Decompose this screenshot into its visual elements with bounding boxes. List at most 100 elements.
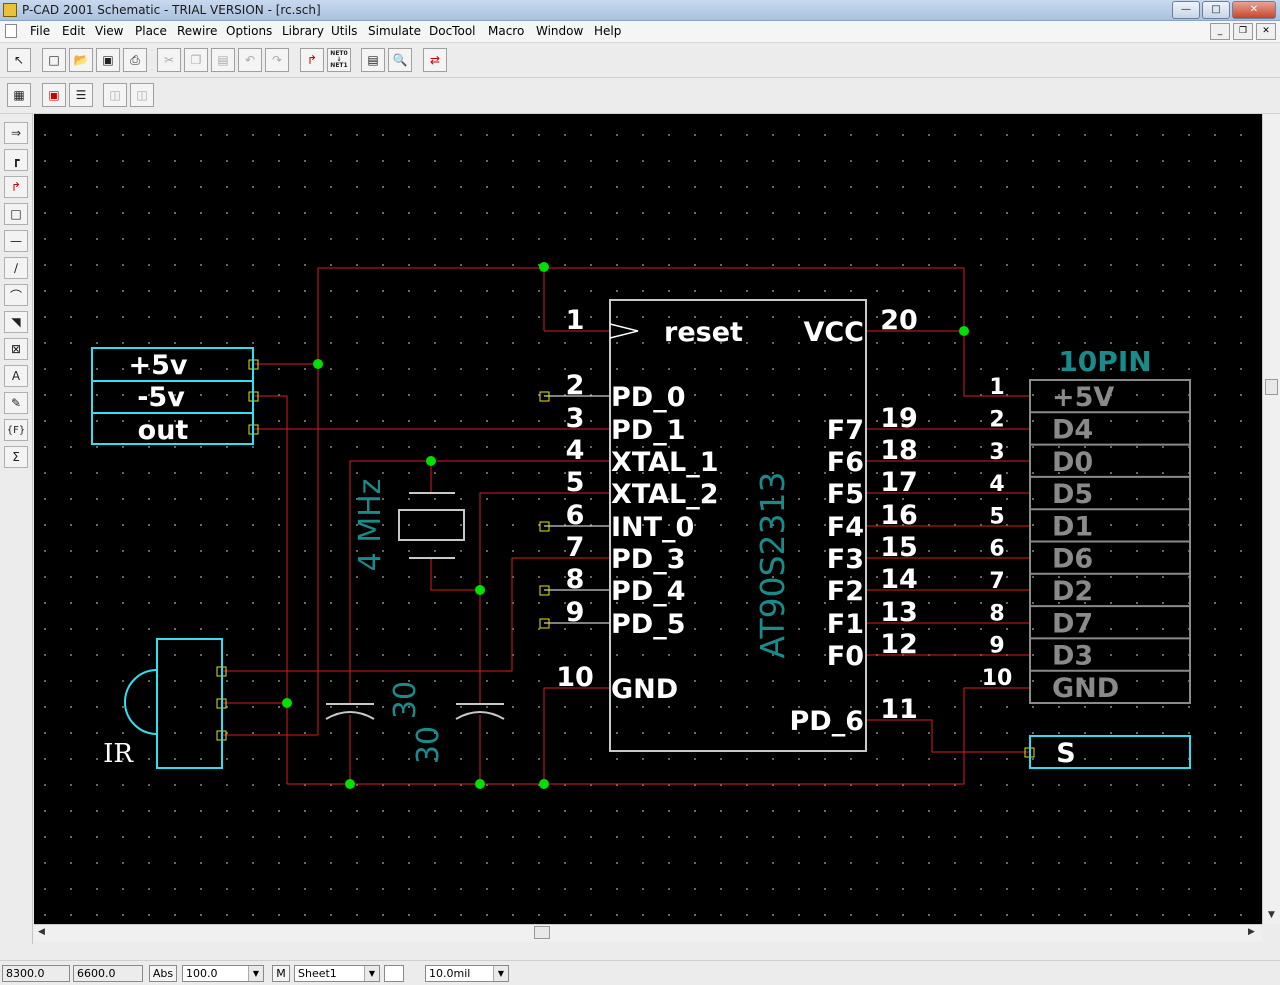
color-swatch[interactable]	[384, 965, 404, 982]
menu-library[interactable]: Library	[282, 24, 324, 38]
place-line-icon[interactable]: ∕	[4, 257, 28, 279]
undo-icon[interactable]: ↶	[238, 48, 262, 72]
layer-icon[interactable]: ◫	[103, 83, 127, 107]
chevron-down-icon[interactable]: ▼	[248, 966, 263, 981]
place-sum-icon[interactable]: Σ	[4, 446, 28, 468]
menu-doctool[interactable]: DocTool	[429, 24, 476, 38]
chip-name: AT90S2313	[753, 471, 792, 658]
junction-dot	[475, 779, 485, 789]
new-file-icon[interactable]: □	[42, 48, 66, 72]
place-bus-icon[interactable]: ↱	[4, 176, 28, 198]
crystal[interactable]: 4 MHz	[353, 479, 465, 572]
pin-name: F7	[827, 415, 864, 446]
scroll-down-icon[interactable]: ▼	[1268, 910, 1275, 920]
junction-dot	[313, 359, 323, 369]
menu-help[interactable]: Help	[594, 24, 622, 38]
chevron-down-icon[interactable]: ▼	[364, 966, 379, 981]
pin-number: 19	[880, 403, 918, 434]
menu-utils[interactable]: Utils	[331, 24, 358, 38]
close-button[interactable]: ✕	[1232, 1, 1276, 19]
connector-10pin[interactable]: 10PIN	[1029, 345, 1191, 704]
paste-icon[interactable]: ▤	[211, 48, 235, 72]
connector-title: 10PIN	[1058, 345, 1151, 378]
list-icon[interactable]: ☰	[69, 83, 93, 107]
connector-pin-name: D5	[1052, 479, 1093, 510]
doc-minimize-button[interactable]: _	[1210, 23, 1230, 40]
pin-name: INT_0	[611, 512, 694, 543]
connector-pin-name: D2	[1052, 576, 1093, 607]
vertical-scrollbar[interactable]: ▼	[1262, 114, 1280, 924]
place-polygon-icon[interactable]: ◥	[4, 311, 28, 333]
port-s[interactable]: S	[1029, 735, 1191, 769]
menu-edit[interactable]: Edit	[62, 24, 86, 38]
junction-dot	[539, 262, 549, 272]
cap2-value: 30	[411, 726, 446, 764]
cut-icon[interactable]: ✂	[157, 48, 181, 72]
zoom-value: 100.0	[186, 967, 218, 980]
place-port-icon[interactable]: □	[4, 203, 28, 225]
menu-file[interactable]: File	[30, 24, 51, 38]
horizontal-scrollbar[interactable]: ◀ ▶	[34, 924, 1262, 941]
select-arrow-icon[interactable]: ↖	[7, 48, 31, 72]
place-pin-icon[interactable]: —	[4, 230, 28, 252]
power-header[interactable]: +5v -5v out	[91, 347, 254, 446]
mcu-component[interactable]: AT90S2313	[609, 299, 867, 752]
scroll-left-icon[interactable]: ◀	[38, 927, 45, 937]
chevron-down-icon[interactable]: ▼	[493, 966, 508, 981]
minimize-button[interactable]: —	[1172, 1, 1200, 19]
ruler-icon[interactable]: ▤	[361, 48, 385, 72]
ir-receiver[interactable]: IR	[103, 638, 223, 769]
document-icon[interactable]	[5, 24, 17, 38]
pin-number: 15	[880, 532, 918, 563]
sheet-select[interactable]: Sheet1 ▼	[294, 965, 380, 982]
save-icon[interactable]: ▣	[96, 48, 120, 72]
grid-select[interactable]: 10.0mil ▼	[425, 965, 509, 982]
vertical-scroll-thumb[interactable]	[1265, 379, 1278, 395]
refresh-icon[interactable]: ⇄	[423, 48, 447, 72]
menu-options[interactable]: Options	[226, 24, 273, 38]
place-formula-icon[interactable]: {F}	[4, 419, 28, 441]
doc-close-button[interactable]: ✕	[1256, 23, 1276, 40]
pin-end-marker	[539, 391, 550, 402]
wire-route-icon[interactable]: ↱	[300, 48, 324, 72]
copy-icon[interactable]: ❐	[184, 48, 208, 72]
menu-macro[interactable]: Macro	[488, 24, 525, 38]
abs-toggle-button[interactable]: Abs	[149, 965, 177, 982]
menu-view[interactable]: View	[95, 24, 124, 38]
pin-number: 9	[566, 597, 585, 628]
capacitor-2[interactable]: 30	[411, 703, 505, 764]
place-table-icon[interactable]: ✎	[4, 392, 28, 414]
horizontal-scroll-thumb[interactable]	[534, 926, 550, 939]
header-label-minus5v: -5v	[137, 382, 185, 413]
pin-number: 13	[880, 597, 918, 628]
place-arc-icon[interactable]: ⌒	[4, 284, 28, 306]
wire-ir-out	[222, 557, 610, 672]
doc-restore-button[interactable]: ❐	[1233, 23, 1253, 40]
open-folder-icon[interactable]: 📂	[69, 48, 93, 72]
print-icon[interactable]: ⎙	[123, 48, 147, 72]
menu-window[interactable]: Window	[536, 24, 584, 38]
pin-name: XTAL_2	[611, 479, 719, 510]
sheet-value: Sheet1	[298, 967, 337, 980]
component-select-icon[interactable]: ▣	[42, 83, 66, 107]
capacitor-1[interactable]: 30	[325, 681, 423, 720]
menu-simulate[interactable]: Simulate	[368, 24, 422, 38]
menu-place[interactable]: Place	[135, 24, 167, 38]
menu-rewire[interactable]: Rewire	[177, 24, 218, 38]
layer-stack-icon[interactable]: ◫	[130, 83, 154, 107]
place-text-icon[interactable]: A	[4, 365, 28, 387]
grid-table-icon[interactable]: ▦	[7, 83, 31, 107]
scroll-right-icon[interactable]: ▶	[1248, 927, 1255, 937]
m-button[interactable]: M	[272, 965, 290, 982]
net-rename-icon[interactable]: NET0↓NET1	[327, 48, 351, 72]
zoom-select[interactable]: 100.0 ▼	[182, 965, 264, 982]
place-wire-icon[interactable]: ┏	[4, 149, 28, 171]
header-label-out: out	[138, 415, 189, 446]
place-part-icon[interactable]: ⇒	[4, 122, 28, 144]
redo-icon[interactable]: ↷	[265, 48, 289, 72]
place-field-icon[interactable]: ⊠	[4, 338, 28, 360]
maximize-button[interactable]: □	[1202, 1, 1230, 19]
zoom-icon[interactable]: 🔍	[388, 48, 412, 72]
